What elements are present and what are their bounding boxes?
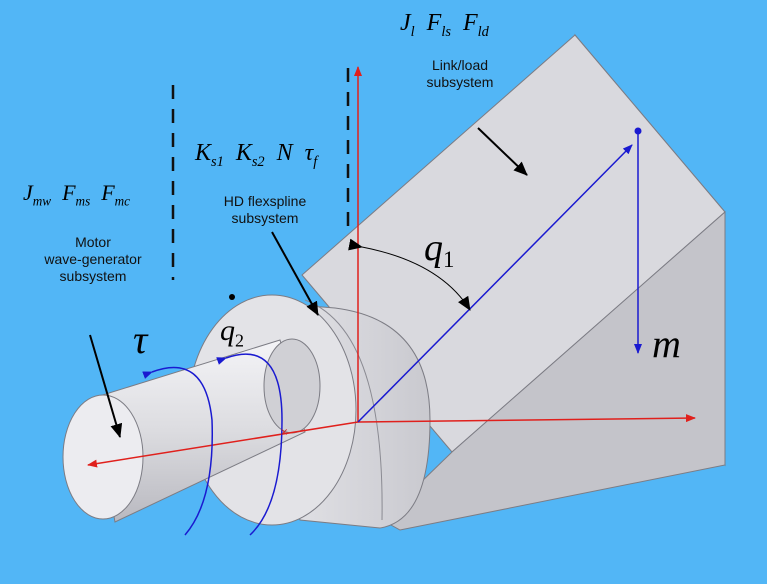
- axis-x: [357, 414, 696, 423]
- q2-derivative-dot: [229, 294, 235, 300]
- flexspline-pointer-arrow: [271, 231, 319, 316]
- link-body: [301, 33, 726, 531]
- shaft-cross-mark: ×: [280, 427, 288, 438]
- q1-symbol: q1: [424, 227, 455, 272]
- link-subsystem-label: Link/load subsystem: [426, 57, 494, 90]
- link-pointer-arrow: [477, 127, 528, 176]
- motor-shaft: [62, 338, 321, 523]
- q2-symbol: q2: [220, 314, 244, 351]
- link-parameters: Jl Fls Fld: [400, 10, 489, 40]
- q1-angle-arc: [348, 238, 471, 311]
- motor-pointer-arrow: [89, 334, 123, 438]
- torque-symbol: τ: [133, 317, 148, 362]
- mass-point: [634, 127, 642, 135]
- link-vector: [357, 144, 633, 423]
- axis-shaft: [87, 421, 359, 468]
- torque-arrows: [142, 353, 283, 536]
- flexspline-parameters: Ks1 Ks2 N τf: [195, 140, 318, 170]
- mass-symbol: m: [652, 321, 681, 366]
- flexspline-subsystem-label: HD flexspline subsystem: [223, 193, 307, 226]
- link-vectors: [357, 127, 642, 423]
- motor-parameters: Jmw Fms Fmc: [23, 180, 131, 209]
- motor-subsystem-label: Motor wave-generator subsystem: [44, 234, 142, 284]
